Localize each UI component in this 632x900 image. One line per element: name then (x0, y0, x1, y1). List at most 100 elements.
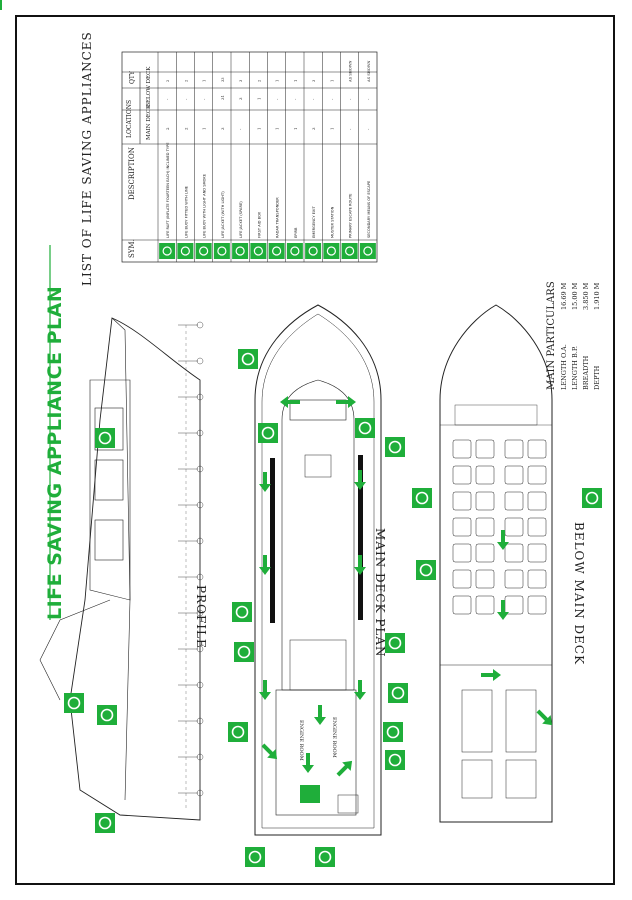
passenger-seat (475, 439, 495, 459)
liferaft-icon (159, 243, 176, 259)
legend-row-main: 1 (256, 127, 261, 130)
legend-row-desc: FIRST AID BOX (257, 211, 261, 238)
legend-col-qty: QTY (129, 70, 136, 84)
lifejacket-spare-icon (232, 243, 249, 259)
particulars-label: BREADTH (582, 355, 590, 390)
engine-room-label-port: ENGINE ROOM (298, 720, 304, 761)
radar-transponder-icon (268, 243, 285, 259)
primary-escape-arrow (354, 680, 366, 700)
legend-row-main: - (238, 128, 243, 130)
legend-row-qty: AS SHOWN (349, 60, 353, 83)
legend-row-desc: LIFE JACKET (WITH LIGHT) (221, 191, 225, 238)
legend-row-qty: 2 (257, 80, 261, 82)
legend-row-below: - (366, 98, 371, 100)
legend-row-qty: 1 (203, 80, 207, 82)
lifebuoy-line-icon (95, 813, 115, 833)
legend-row-main: 1 (202, 127, 207, 130)
legend-row-below: - (202, 98, 207, 100)
passenger-seat (452, 569, 472, 589)
primary-escape-arrow (259, 555, 271, 575)
passenger-seat (452, 595, 472, 615)
passenger-seat (504, 595, 524, 615)
legend-row-below: - (165, 98, 170, 100)
liferaft-icon (97, 705, 117, 725)
particulars-value: 1.910 M (593, 282, 601, 310)
lifebuoy-light-icon (245, 847, 265, 867)
epirb-icon (286, 243, 303, 259)
legend-row-qty: 1 (276, 80, 280, 82)
lifejacket-spare-icon (582, 488, 602, 508)
legend-row-main: 1 (275, 127, 280, 130)
particulars-value: 3.850 M (582, 282, 590, 310)
legend-row-below: 1 (256, 97, 261, 100)
passenger-seat (475, 517, 495, 537)
legend-row-main: - (366, 128, 371, 130)
lifejacket-light-icon (213, 243, 230, 259)
legend-row-qty: 3 (239, 79, 243, 82)
engine-room-label-stbd: ENGINE ROOM (331, 717, 337, 758)
passenger-seat (527, 595, 547, 615)
legend-row-main: 3 (311, 127, 316, 130)
legend-col-main: MAIN DECK (146, 104, 152, 140)
legend-row-below: 31 (220, 95, 225, 100)
secondary-escape-icon (359, 243, 376, 259)
passenger-seat (452, 439, 472, 459)
legend-row-main: 1 (293, 127, 298, 130)
primary-escape-arrow (302, 753, 314, 773)
starboard-rail (358, 455, 363, 620)
legend-row-qty: 3 (312, 79, 316, 82)
engine-port (461, 689, 493, 753)
legend-row-below: - (311, 98, 316, 100)
passenger-seat (504, 517, 524, 537)
legend-row-main: - (348, 128, 353, 130)
lifebuoy-light-icon (195, 243, 212, 259)
lifejacket-light-icon (232, 602, 252, 622)
primary-escape-arrow (280, 396, 300, 408)
passenger-seat (475, 569, 495, 589)
passenger-seat (452, 491, 472, 511)
drawing-border (15, 15, 615, 885)
particulars-label: DEPTH (593, 365, 601, 390)
passenger-seat (475, 491, 495, 511)
lifejacket-spare-icon (412, 488, 432, 508)
epirb-icon (388, 683, 408, 703)
legend-row-qty: 2 (184, 80, 188, 82)
legend-row-below: - (329, 98, 334, 100)
below-deck-view (439, 304, 553, 823)
primary-escape-icon (341, 243, 358, 259)
legend-row-qty: 33 (221, 77, 225, 82)
primary-escape-arrow (336, 760, 353, 777)
legend-row-desc: LIFE BUOY WITH LIGHT AND SMOKE (203, 173, 207, 238)
passenger-seat (452, 465, 472, 485)
liferaft-icon (64, 693, 84, 713)
radar-transponder-icon (385, 633, 405, 653)
passenger-seat (527, 491, 547, 511)
legend-row-below: 3 (238, 97, 243, 100)
primary-escape-arrow (536, 709, 553, 726)
liferaft-icon (383, 722, 403, 742)
passenger-seat (527, 465, 547, 485)
primary-escape-arrow (481, 669, 501, 681)
legend-row-desc: LIFE JACKET (SPARE) (239, 201, 243, 238)
legend-row-desc: RADAR TRANSPONDER (276, 197, 280, 238)
legend-col-desc: DESCRIPTION (128, 147, 136, 200)
passenger-seat (504, 543, 524, 563)
legend-row-main: 2 (183, 127, 188, 130)
legend-row-below: - (183, 98, 188, 100)
engine-stbd (505, 689, 537, 753)
first-aid-icon (250, 243, 267, 259)
particulars-label: LENGTH B.P. (571, 346, 579, 390)
primary-escape-arrow (497, 530, 509, 550)
legend-row-qty: AS SHOWN (367, 60, 371, 83)
passenger-seat (504, 491, 524, 511)
legend-col-sym: SYM. (128, 239, 136, 258)
lifejacket-spare-icon (416, 560, 436, 580)
particulars-title: MAIN PARTICULARS (546, 281, 557, 390)
primary-escape-arrow (259, 680, 271, 700)
primary-escape-arrow (0, 0, 2, 10)
muster-station-icon (300, 785, 320, 803)
legend-row-desc: PRIMARY ESCAPE ROUTE (349, 193, 353, 238)
liferaft-icon (228, 722, 248, 742)
legend-row-below: - (293, 98, 298, 100)
passenger-seat (504, 439, 524, 459)
